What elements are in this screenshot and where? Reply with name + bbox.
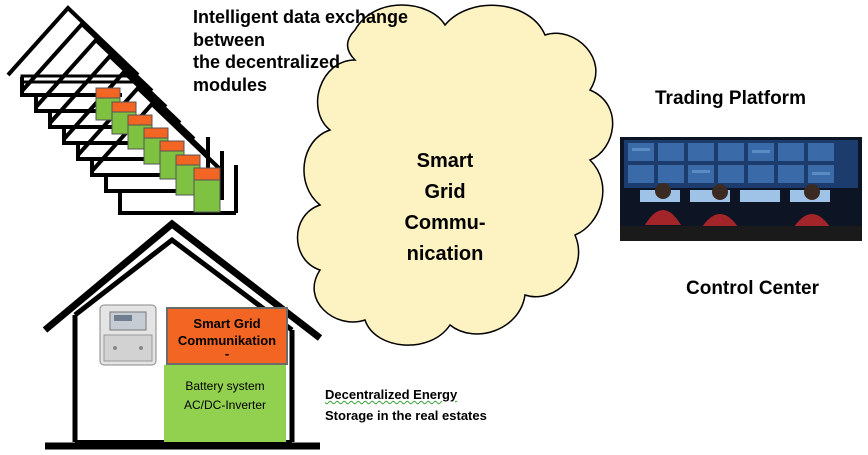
intel-line-3: the decentralized — [193, 52, 341, 72]
battery-system-box: Battery system AC/DC-Inverter — [164, 365, 286, 442]
intel-line-4: modules — [193, 74, 268, 95]
house-stack — [6, 5, 238, 215]
smartbox-line-2: Communikation — [177, 333, 277, 348]
main-house — [42, 219, 323, 450]
battery-line-2: AC/DC-Inverter — [183, 398, 266, 412]
smartbox-line-1: Smart Grid — [193, 316, 261, 331]
cloud-line-4: nication — [406, 243, 484, 265]
intel-line-1: Intelligent data exchange — [193, 7, 409, 27]
cloud-label: Smart Grid Commu- nication — [385, 146, 505, 270]
battery-line-1: Battery system — [185, 379, 265, 393]
cloud-line-2: Grid — [424, 181, 466, 203]
control-center-image — [620, 137, 862, 241]
module-blocks — [95, 87, 221, 213]
smart-grid-cloud — [296, 4, 614, 346]
intel-line-2: between — [193, 29, 266, 50]
decentralized-storage-text: Decentralized Energy Storage in the real… — [325, 384, 487, 426]
trading-platform-label: Trading Platform — [655, 88, 806, 109]
storage-line-2: Storage in the real estates — [325, 408, 487, 423]
intelligent-data-exchange-text: Intelligent data exchange between the de… — [193, 6, 453, 96]
smart-grid-communication-box: Smart Grid Communikation - — [166, 307, 288, 365]
control-center-label: Control Center — [686, 278, 819, 299]
smart-meter-icon — [99, 304, 157, 366]
storage-line-1: Decentralized Energy — [325, 387, 458, 402]
smartbox-line-3: - — [224, 346, 230, 361]
cloud-line-1: Smart — [416, 150, 474, 172]
cloud-line-3: Commu- — [404, 212, 486, 234]
